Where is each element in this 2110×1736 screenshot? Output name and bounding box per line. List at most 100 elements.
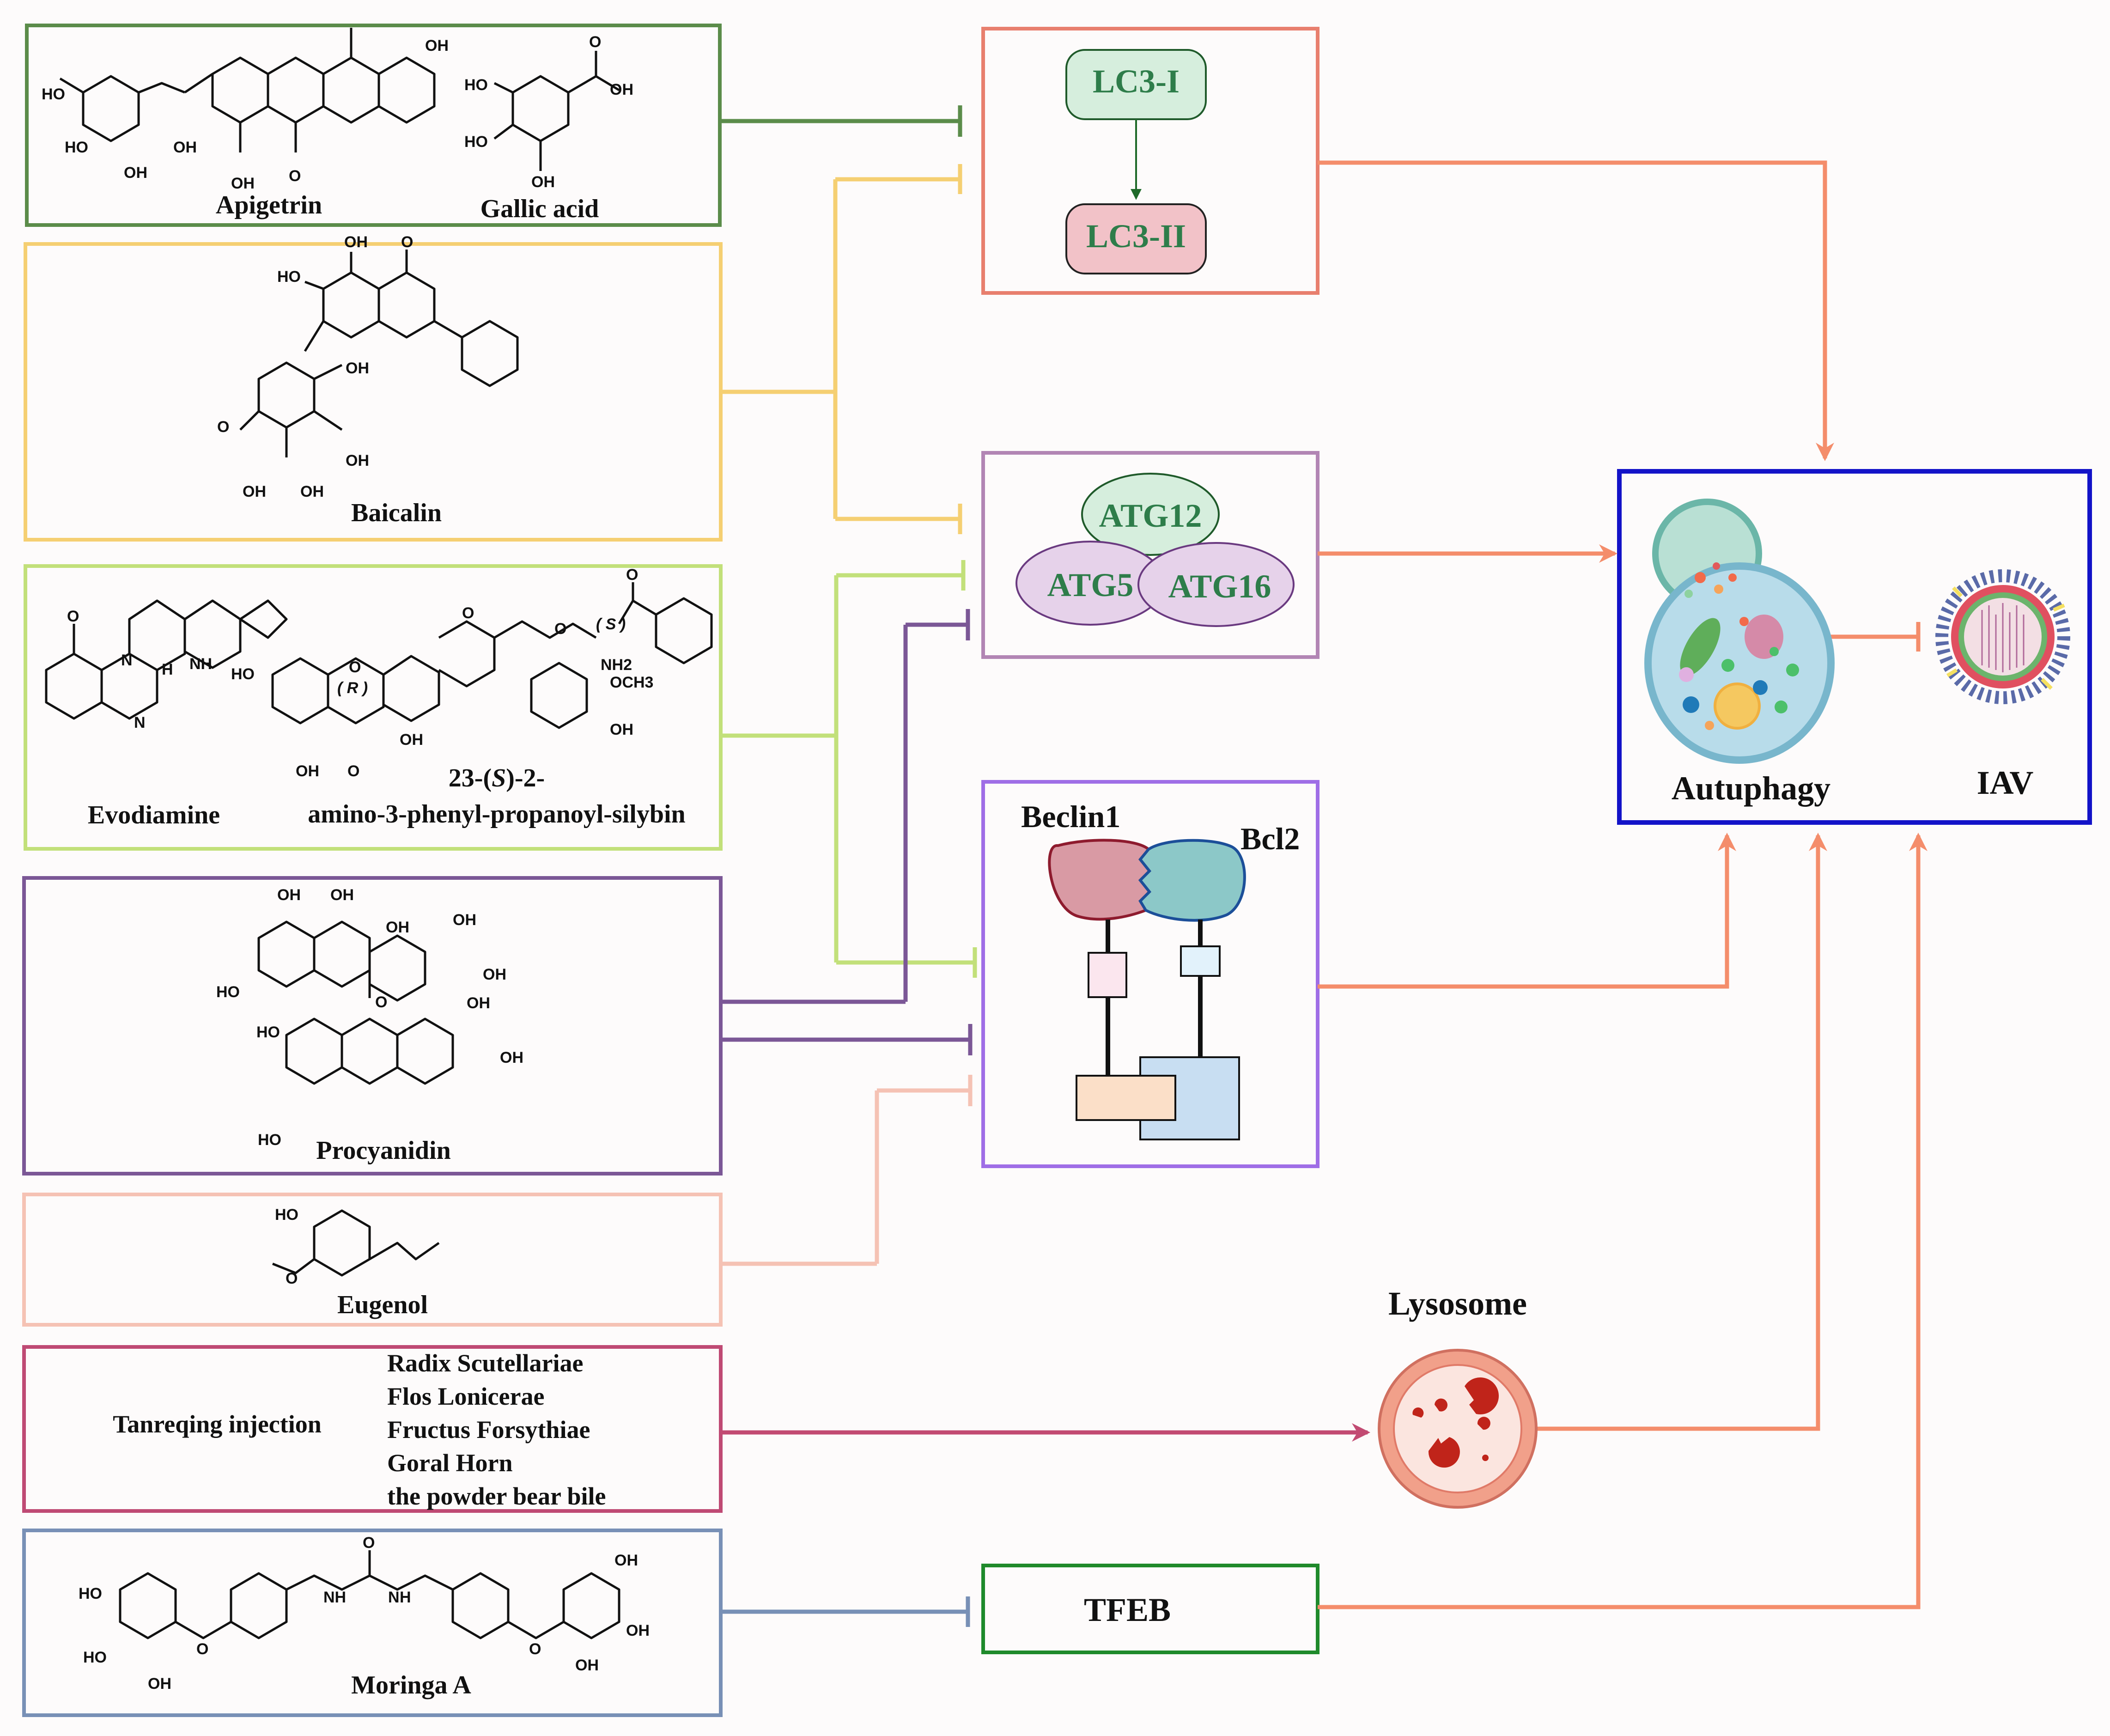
moringa-atom-n: N: [388, 1589, 400, 1606]
lysosome-icon: [1378, 1349, 1538, 1509]
silybin-atom-oh-2: OH: [610, 721, 633, 738]
evodiamine-box: [24, 564, 723, 851]
gallic-atom-ho-2: HO: [464, 133, 488, 151]
baicalin-inhibition: [721, 164, 962, 534]
eugenol-structure: HO O: [272, 1206, 440, 1287]
moringa-atom-oh-4: OH: [575, 1657, 599, 1674]
silybin-label-line2: amino-3-phenyl-propanoyl-silybin: [308, 800, 685, 828]
procyanidin-inhibition: [721, 609, 973, 1055]
apigetrin-box: [25, 24, 722, 227]
baicalin-atom-oh-4: OH: [243, 483, 266, 500]
procyanidin-atom-oh-6: OH: [467, 994, 490, 1012]
apigetrin-inhibition: [721, 105, 962, 137]
silybin-atom-och3: OCH3: [610, 674, 653, 691]
moringa-inhibition: [721, 1596, 970, 1627]
apigetrin-atom-oh-4: OH: [231, 175, 255, 192]
baicalin-atom-o-2: O: [217, 418, 229, 436]
silybin-suffix: )-2-: [506, 764, 545, 792]
tanreqing-box: [22, 1345, 723, 1513]
moringa-atom-h: H: [400, 1589, 411, 1606]
beclin1-domain: [1088, 952, 1127, 998]
silybin-atom-oh-3: OH: [296, 762, 319, 780]
apigetrin-atom-ho-2: HO: [65, 139, 88, 156]
evodiamine-label: Evodiamine: [88, 801, 220, 829]
tanreqing-component-2: Flos Lonicerae: [387, 1383, 544, 1410]
silybin-label-line1: 23-(S)-2-: [449, 764, 545, 792]
lysosome-label: Lysosome: [1388, 1285, 1527, 1322]
silybin-structure: O O O ( S ) NH2 HO O ( R ) OCH3 OH OH OH…: [231, 566, 713, 780]
evodiamine-atom-n: N: [121, 652, 133, 669]
gallic-atom-oh-2: OH: [531, 173, 555, 191]
eugenol-inhibition: [721, 1075, 973, 1266]
bcl2-shape: [1138, 839, 1246, 922]
moringa-atom-o: O: [196, 1640, 208, 1658]
procyanidin-atom-ho-3: HO: [258, 1131, 281, 1149]
beclin-box: [981, 780, 1320, 1168]
evodiamine-atom-nh: NH: [189, 655, 212, 673]
eugenol-label: Eugenol: [337, 1291, 428, 1319]
tanreqing-label: Tanreqing injection: [113, 1410, 322, 1438]
tanreqing-component-3: Fructus Forsythiae: [387, 1416, 590, 1444]
silybin-atom-oh: OH: [400, 731, 423, 749]
lc3-ii-node: [1065, 203, 1207, 274]
tanreqing-component-4: Goral Horn: [387, 1449, 512, 1477]
eugenol-atom-o: O: [286, 1270, 298, 1287]
atg5-label: ATG5: [1047, 566, 1134, 603]
gallic-acid-structure: O OH HO HO OH: [464, 33, 633, 191]
silybin-atom-o-3: O: [554, 620, 566, 638]
autophagy-iav-inhibition: [1827, 622, 1921, 652]
eugenol-atom-ho: HO: [275, 1206, 298, 1224]
apigetrin-atom-oh-2: OH: [124, 164, 147, 182]
atg16-node: [1137, 542, 1295, 627]
procyanidin-atom-oh-5: OH: [483, 966, 506, 983]
procyanidin-label: Procyanidin: [316, 1136, 450, 1165]
moringa-atom-nh: NH: [323, 1589, 346, 1606]
baicalin-atom-oh-5: OH: [300, 483, 324, 500]
baicalin-box: [24, 242, 723, 542]
iav-virus-icon: [1935, 569, 2070, 704]
moringa-atom-ho: HO: [79, 1585, 102, 1602]
silybin-atom-o-5: O: [347, 762, 359, 780]
silybin-atom-nh2: NH2: [601, 656, 632, 674]
baicalin-atom-oh-3: OH: [346, 452, 369, 469]
atg12-node: [1081, 473, 1220, 556]
procyanidin-atom-ho: HO: [216, 983, 240, 1001]
evodiamine-atom-h: H: [162, 661, 173, 678]
procyanidin-atom-oh-7: OH: [500, 1049, 523, 1066]
bcl2-domain: [1180, 945, 1221, 977]
moringa-atom-oh-2: OH: [614, 1552, 638, 1569]
autophagy-label: Autuphagy: [1672, 770, 1830, 807]
bcl2-label: Bcl2: [1240, 821, 1300, 856]
gallic-atom-ho: HO: [464, 76, 488, 94]
procyanidin-box: [22, 876, 723, 1176]
silybin-atom-o-2: O: [462, 604, 474, 622]
iav-label: IAV: [1977, 764, 2034, 801]
baicalin-atom-oh-2: OH: [346, 359, 369, 377]
baicalin-atom-ho: HO: [277, 268, 301, 286]
procyanidin-atom-oh-2: OH: [330, 886, 354, 904]
gallic-atom-oh: OH: [610, 81, 633, 98]
evodiamine-atom-o: O: [67, 608, 79, 625]
moringa-atom-oh: OH: [148, 1675, 171, 1693]
tfeb-label: TFEB: [1084, 1591, 1171, 1628]
evodiamine-atom-n-2: N: [134, 714, 146, 731]
moringa-label: Moringa A: [351, 1671, 471, 1699]
apigetrin-structure: OH HO HO OH OH OH O: [42, 28, 449, 192]
silybin-prefix: 23-(: [449, 764, 492, 792]
silybin-atom-o-4: O: [349, 658, 361, 676]
procyanidin-atom-oh-4: OH: [453, 911, 476, 929]
apigetrin-atom-oh: OH: [425, 37, 449, 55]
procyanidin-atom-o: O: [375, 993, 387, 1011]
activation-arrows: [1318, 160, 1928, 1609]
apigetrin-label: Apigetrin: [216, 191, 322, 219]
atg16-label: ATG16: [1168, 568, 1271, 605]
lc3-i-label: LC3-I: [1093, 63, 1180, 100]
apigetrin-atom-ho: HO: [42, 85, 65, 103]
moringa-atom-o-2: O: [363, 1534, 375, 1552]
moringa-structure: HO HO OH O NH O N H O OH OH OH: [79, 1534, 650, 1693]
tanreqing-component-5: the powder bear bile: [387, 1482, 606, 1510]
beclin1-base: [1076, 1075, 1176, 1121]
procyanidin-structure: OH OH OH OH OH HO O OH HO OH HO: [216, 886, 523, 1149]
